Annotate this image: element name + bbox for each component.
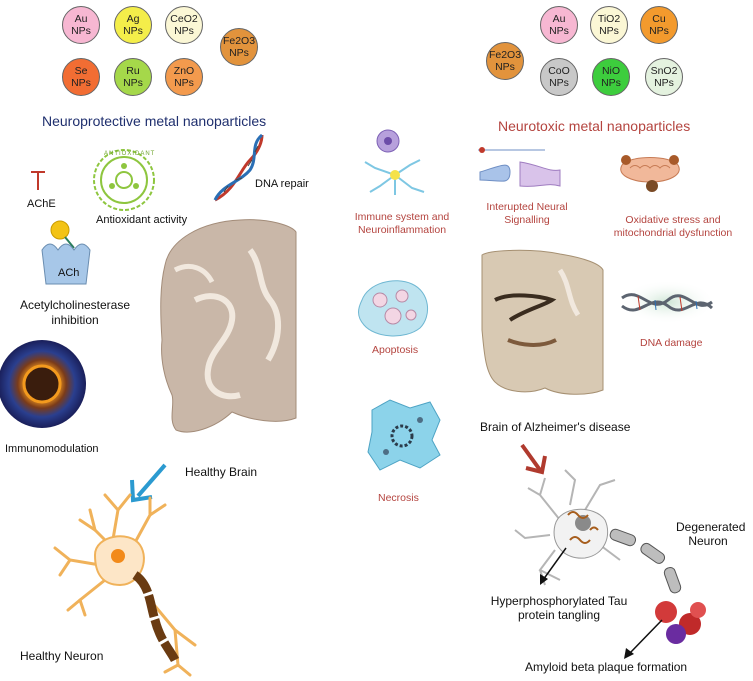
acetylcholinesterase-illustration bbox=[41, 220, 91, 285]
nanoparticle-name: Au bbox=[552, 13, 566, 25]
nanoparticle-name: Ru bbox=[126, 65, 140, 77]
red-arrow bbox=[520, 443, 547, 475]
nanoparticle-suffix: NPs bbox=[495, 61, 515, 73]
amyloid-pointer-arrow bbox=[624, 619, 663, 659]
antioxidant-badge-icon bbox=[93, 149, 155, 211]
nanoparticle-name: Ag bbox=[126, 13, 140, 25]
nanoparticle-suffix: NPs bbox=[71, 77, 91, 89]
dna-damage-label: DNA damage bbox=[640, 337, 703, 349]
tau-tangles bbox=[567, 511, 599, 544]
tau-pointer-arrow bbox=[540, 547, 567, 585]
nanoparticle-name: CeO2 bbox=[170, 13, 198, 25]
ache-inhibition-label: Acetylcholinesterase inhibition bbox=[19, 298, 131, 327]
nanoparticle-suffix: NPs bbox=[229, 47, 249, 59]
nanoparticle-name: CoO bbox=[548, 65, 570, 77]
nanoparticle-suffix: NPs bbox=[174, 77, 194, 89]
immune-cell-icon bbox=[364, 129, 425, 195]
degenerated-neuron-label: Degenerated Neuron bbox=[676, 520, 746, 548]
nanoparticle-name: Fe2O3 bbox=[488, 49, 522, 61]
inhibition-symbol bbox=[31, 171, 45, 190]
nanoparticle-name: Au bbox=[74, 13, 88, 25]
nanoparticle-suffix: NPs bbox=[174, 25, 194, 37]
alzheimer-brain-image bbox=[481, 249, 604, 395]
necrosis-icon bbox=[367, 399, 441, 471]
dna-repair-icon bbox=[213, 133, 264, 202]
nanoparticle-name: TiO2 bbox=[597, 13, 621, 25]
synapse-icon bbox=[478, 147, 561, 187]
dna-repair-label: DNA repair bbox=[255, 178, 309, 190]
nanoparticle-suffix: NPs bbox=[549, 77, 569, 89]
healthy-neuron-label: Healthy Neuron bbox=[20, 649, 104, 663]
nanoparticle-suffix: NPs bbox=[123, 77, 143, 89]
healthy-brain-label: Healthy Brain bbox=[185, 465, 258, 479]
nanoparticle-suffix: NPs bbox=[654, 77, 674, 89]
nanoparticle-name: NiO bbox=[601, 65, 621, 77]
healthy-neuron-axon bbox=[132, 571, 180, 663]
nanoparticle-suffix: NPs bbox=[599, 25, 619, 37]
ach-label: ACh bbox=[58, 267, 80, 279]
immune-label: Immune system and Neuroinflammation bbox=[354, 211, 450, 236]
healthy-neuron-image bbox=[53, 493, 197, 677]
nanoparticle-name: SnO2 bbox=[650, 65, 678, 77]
ache-label: AChE bbox=[27, 198, 56, 210]
nanoparticle-name: Se bbox=[74, 65, 88, 77]
healthy-neuron-nucleus bbox=[111, 549, 125, 563]
blue-arrow bbox=[130, 463, 167, 503]
mitochondria-icon bbox=[620, 155, 680, 192]
oxidative-label: Oxidative stress and mitochondrial dysfu… bbox=[613, 214, 733, 239]
alzheimer-brain-label: Brain of Alzheimer's disease bbox=[480, 420, 631, 434]
amyloid-plaques bbox=[655, 601, 706, 644]
immunomodulation-label: Immunomodulation bbox=[5, 443, 99, 455]
nanoparticle-suffix: NPs bbox=[549, 25, 569, 37]
neuroprotective-title: Neuroprotective metal nanoparticles bbox=[42, 113, 267, 129]
amyloid-label: Amyloid beta plaque formation bbox=[525, 660, 688, 674]
neurotoxic-title: Neurotoxic metal nanoparticles bbox=[498, 118, 691, 134]
dna-damage-icon bbox=[620, 280, 716, 324]
apoptosis-label: Apoptosis bbox=[372, 344, 419, 356]
apoptosis-icon bbox=[358, 280, 428, 337]
nanoparticle-suffix: NPs bbox=[71, 25, 91, 37]
necrosis-label: Necrosis bbox=[378, 492, 419, 504]
signalling-label: Interupted Neural Signalling bbox=[486, 201, 568, 226]
immunomodulation-cell-image bbox=[0, 340, 86, 428]
degenerated-neuron-body bbox=[553, 508, 609, 559]
nanoparticle-suffix: NPs bbox=[123, 25, 143, 37]
nanoparticle-name: Cu bbox=[652, 13, 666, 25]
healthy-brain-image bbox=[160, 219, 297, 433]
nanoparticle-name: Fe2O3 bbox=[222, 35, 256, 47]
antioxidant-label: Antioxidant activity bbox=[96, 214, 188, 226]
antioxidant-ring-text: ANTIOXIDANT bbox=[104, 151, 156, 157]
degenerated-axon bbox=[609, 528, 682, 594]
tau-label: Hyperphosphorylated Tau protein tangling bbox=[490, 594, 628, 622]
degenerated-neuron-nucleus bbox=[575, 515, 591, 531]
nanoparticle-name: ZnO bbox=[173, 65, 195, 77]
nanoparticle-suffix: NPs bbox=[649, 25, 669, 37]
nanoparticle-suffix: NPs bbox=[601, 77, 621, 89]
